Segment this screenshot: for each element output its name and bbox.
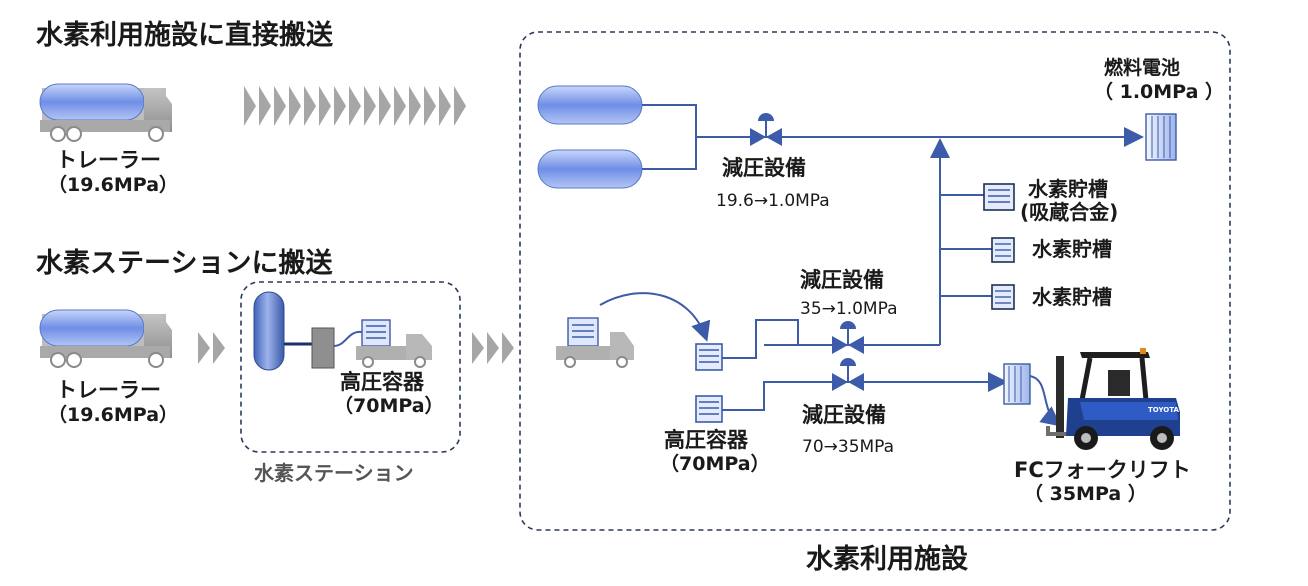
reducer-2-name: 減圧設備 xyxy=(800,268,884,292)
storage-3-name: 水素貯槽 xyxy=(1032,285,1112,309)
trailer-truck-top xyxy=(39,83,172,142)
reducer-2-range: 35→1.0MPa xyxy=(800,299,898,319)
storage-tank-icon xyxy=(991,237,1015,263)
transport-chevrons-to-facility xyxy=(472,332,514,364)
storage-alloy-name: 水素貯槽 xyxy=(1028,177,1108,201)
facility-container-pressure: （70MPa） xyxy=(660,453,770,475)
valve-icon xyxy=(750,113,782,146)
heading-facility: 水素利用施設 xyxy=(806,544,968,575)
trailer-top-pressure: （19.6MPa） xyxy=(48,174,179,196)
fuel-cell-icon xyxy=(1145,113,1177,161)
high-pressure-container-icon xyxy=(695,343,723,371)
storage-tank-icon xyxy=(991,284,1015,310)
station-caption: 水素ステーション xyxy=(254,461,414,485)
fuel-cell-name: 燃料電池 xyxy=(1104,57,1181,79)
fuel-cell-pressure: （ 1.0MPa ） xyxy=(1094,81,1225,103)
container-truck xyxy=(556,317,634,368)
station-container-name: 高圧容器 xyxy=(340,370,424,394)
storage-alloy-icon xyxy=(983,183,1015,211)
high-pressure-container-icon xyxy=(695,395,723,423)
trailer-bottom-pressure: （19.6MPa） xyxy=(48,404,179,426)
station-container-pressure: （70MPa） xyxy=(334,395,444,417)
reducer-1-name: 減圧設備 xyxy=(722,156,806,180)
reducer-3-range: 70→35MPa xyxy=(802,437,895,457)
valve-icon xyxy=(832,321,864,354)
trailer-top-name: トレーラー xyxy=(56,148,161,172)
trailer-truck-bottom xyxy=(39,309,172,368)
storage-alloy-sub: (吸蔵合金) xyxy=(1020,200,1119,224)
reducer-1-range: 19.6→1.0MPa xyxy=(716,191,830,211)
forklift-pressure: （ 35MPa ） xyxy=(1024,483,1147,505)
forklift-name: FCフォークリフト xyxy=(1014,458,1191,482)
transport-chevrons-to-station xyxy=(198,332,225,364)
facility-frame xyxy=(519,31,1231,531)
forklift-icon: TOYOTA xyxy=(1046,348,1180,450)
transport-chevrons-top xyxy=(244,86,466,126)
heading-station-transport: 水素ステーションに搬送 xyxy=(36,248,333,279)
forklift-tank-icon xyxy=(1003,363,1062,427)
trailer-bottom-name: トレーラー xyxy=(56,378,161,402)
forklift-brand: TOYOTA xyxy=(1148,406,1179,414)
station-equipment xyxy=(253,291,432,371)
station-frame xyxy=(240,281,461,453)
facility-tanks xyxy=(537,85,643,189)
heading-direct-transport: 水素利用施設に直接搬送 xyxy=(36,20,333,51)
reducer-3-name: 減圧設備 xyxy=(802,403,886,427)
storage-2-name: 水素貯槽 xyxy=(1032,237,1112,261)
valve-icon xyxy=(832,358,864,391)
facility-container-name: 高圧容器 xyxy=(664,428,748,452)
